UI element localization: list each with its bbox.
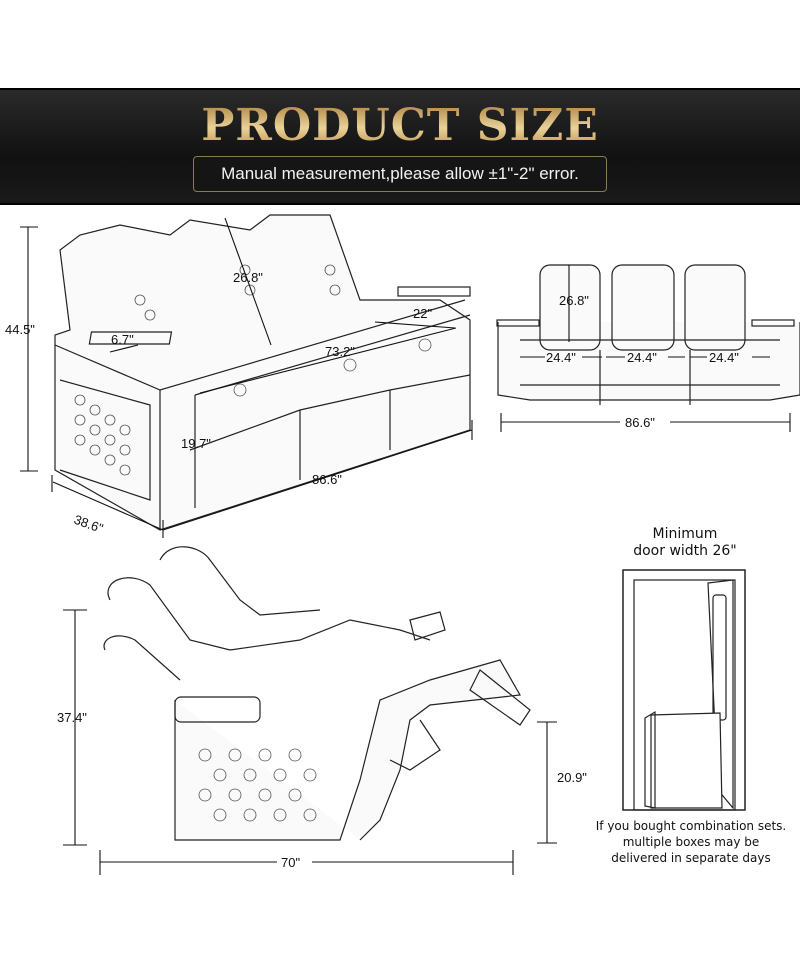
note-line2: multiple boxes may be (622, 835, 760, 849)
front-dim-seat-1: 24.4" (546, 350, 576, 365)
side-dim-length-70: 70" (281, 855, 300, 870)
header-banner: PRODUCT SIZE Manual measurement,please a… (0, 88, 800, 205)
subtitle: Manual measurement,please allow ±1"-2" e… (221, 164, 579, 183)
side-dim-height-37-4: 37.4" (57, 710, 87, 725)
dim-armrest-6-7: 6.7" (111, 332, 134, 347)
dim-console-22: 22" (413, 306, 432, 321)
front-dim-total-86-6: 86.6" (625, 415, 655, 430)
perspective-sofa-drawing (54, 214, 471, 531)
note-line3: delivered in separate days (611, 851, 771, 865)
front-sofa-drawing (496, 264, 800, 405)
front-dim-seat-3: 24.4" (709, 350, 739, 365)
delivery-note: If you bought combination sets. multiple… (582, 818, 800, 866)
page-title: PRODUCT SIZE (0, 100, 800, 151)
side-recliner-drawing (103, 546, 531, 841)
dim-seat-width-73-2: 73.2" (325, 344, 355, 359)
front-dim-seat-2: 24.4" (627, 350, 657, 365)
door-width-title: Minimum door width 26" (600, 526, 770, 560)
dim-backrest-26-8: 26.8" (233, 270, 263, 285)
side-dim-footrest-20-9: 20.9" (557, 770, 587, 785)
dim-total-width-86-6: 86.6" (312, 472, 342, 487)
dim-height-44-5: 44.5" (5, 322, 35, 337)
dim-seat-height-19-7: 19.7" (181, 436, 211, 451)
door-drawing (622, 569, 746, 811)
subtitle-box: Manual measurement,please allow ±1"-2" e… (193, 156, 607, 192)
note-line1: If you bought combination sets. (595, 819, 787, 833)
dim-depth-38-6: 38.6" (72, 512, 106, 536)
door-title-line1: Minimum (652, 526, 718, 542)
door-title-line2: door width 26" (633, 543, 737, 559)
front-dim-backrest-26-8: 26.8" (559, 293, 589, 308)
